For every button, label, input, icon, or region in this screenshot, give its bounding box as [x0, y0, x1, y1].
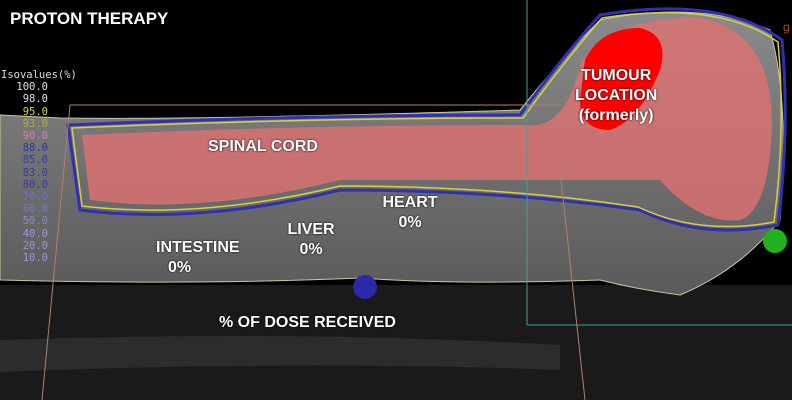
- isodose-line-95: [71, 11, 782, 228]
- isovalue-level: 90.0: [22, 130, 48, 143]
- isovalue-level: 98.0: [22, 93, 48, 106]
- bed-structure: [0, 336, 560, 372]
- isovalue-level: 50.0: [22, 215, 48, 228]
- isodose-lines: [66, 7, 787, 232]
- heart-name: HEART: [382, 194, 438, 211]
- label-spinal-cord: SPINAL CORD: [208, 138, 318, 155]
- corner-mark: g: [783, 20, 790, 34]
- label-liver: LIVER 0%: [276, 220, 346, 260]
- heart-dose: 0%: [398, 214, 422, 231]
- intestine-dose: 0%: [168, 259, 192, 276]
- isovalue-level: 100.0: [16, 81, 48, 94]
- beam-box-right: [559, 169, 586, 400]
- isovalue-level: 95.0: [22, 105, 48, 118]
- isovalue-level: 88.0: [22, 142, 48, 155]
- liver-dose: 0%: [299, 241, 323, 258]
- beam-box-left: [41, 104, 71, 400]
- green-marker: [763, 229, 787, 253]
- isovalue-level: 20.0: [22, 239, 48, 252]
- label-heart: HEART 0%: [375, 193, 445, 233]
- isovalue-level: 93.0: [22, 117, 48, 130]
- label-tumour-location: TUMOUR LOCATION (formerly): [575, 67, 658, 124]
- isovalue-level: 60.0: [22, 203, 48, 216]
- isovalue-level: 85.0: [22, 154, 48, 167]
- isovalue-level: 10.0: [22, 252, 48, 265]
- intestine-name: INTESTINE: [156, 239, 240, 256]
- isovalue-level: 80.0: [22, 178, 48, 191]
- label-intestine: INTESTINE 0%: [150, 238, 260, 278]
- isovalue-level: 40.0: [22, 227, 48, 240]
- isovalue-level: 83.0: [22, 166, 48, 179]
- isovalue-level: 70.0: [22, 191, 48, 204]
- tumour-region: [580, 28, 663, 130]
- isovalues-header: Isovalues(%): [1, 69, 77, 81]
- liver-name: LIVER: [287, 221, 335, 238]
- caption-dose-received: % OF DOSE RECEIVED: [219, 314, 396, 331]
- image-title: PROTON THERAPY: [10, 9, 169, 28]
- blue-marker: [353, 275, 377, 299]
